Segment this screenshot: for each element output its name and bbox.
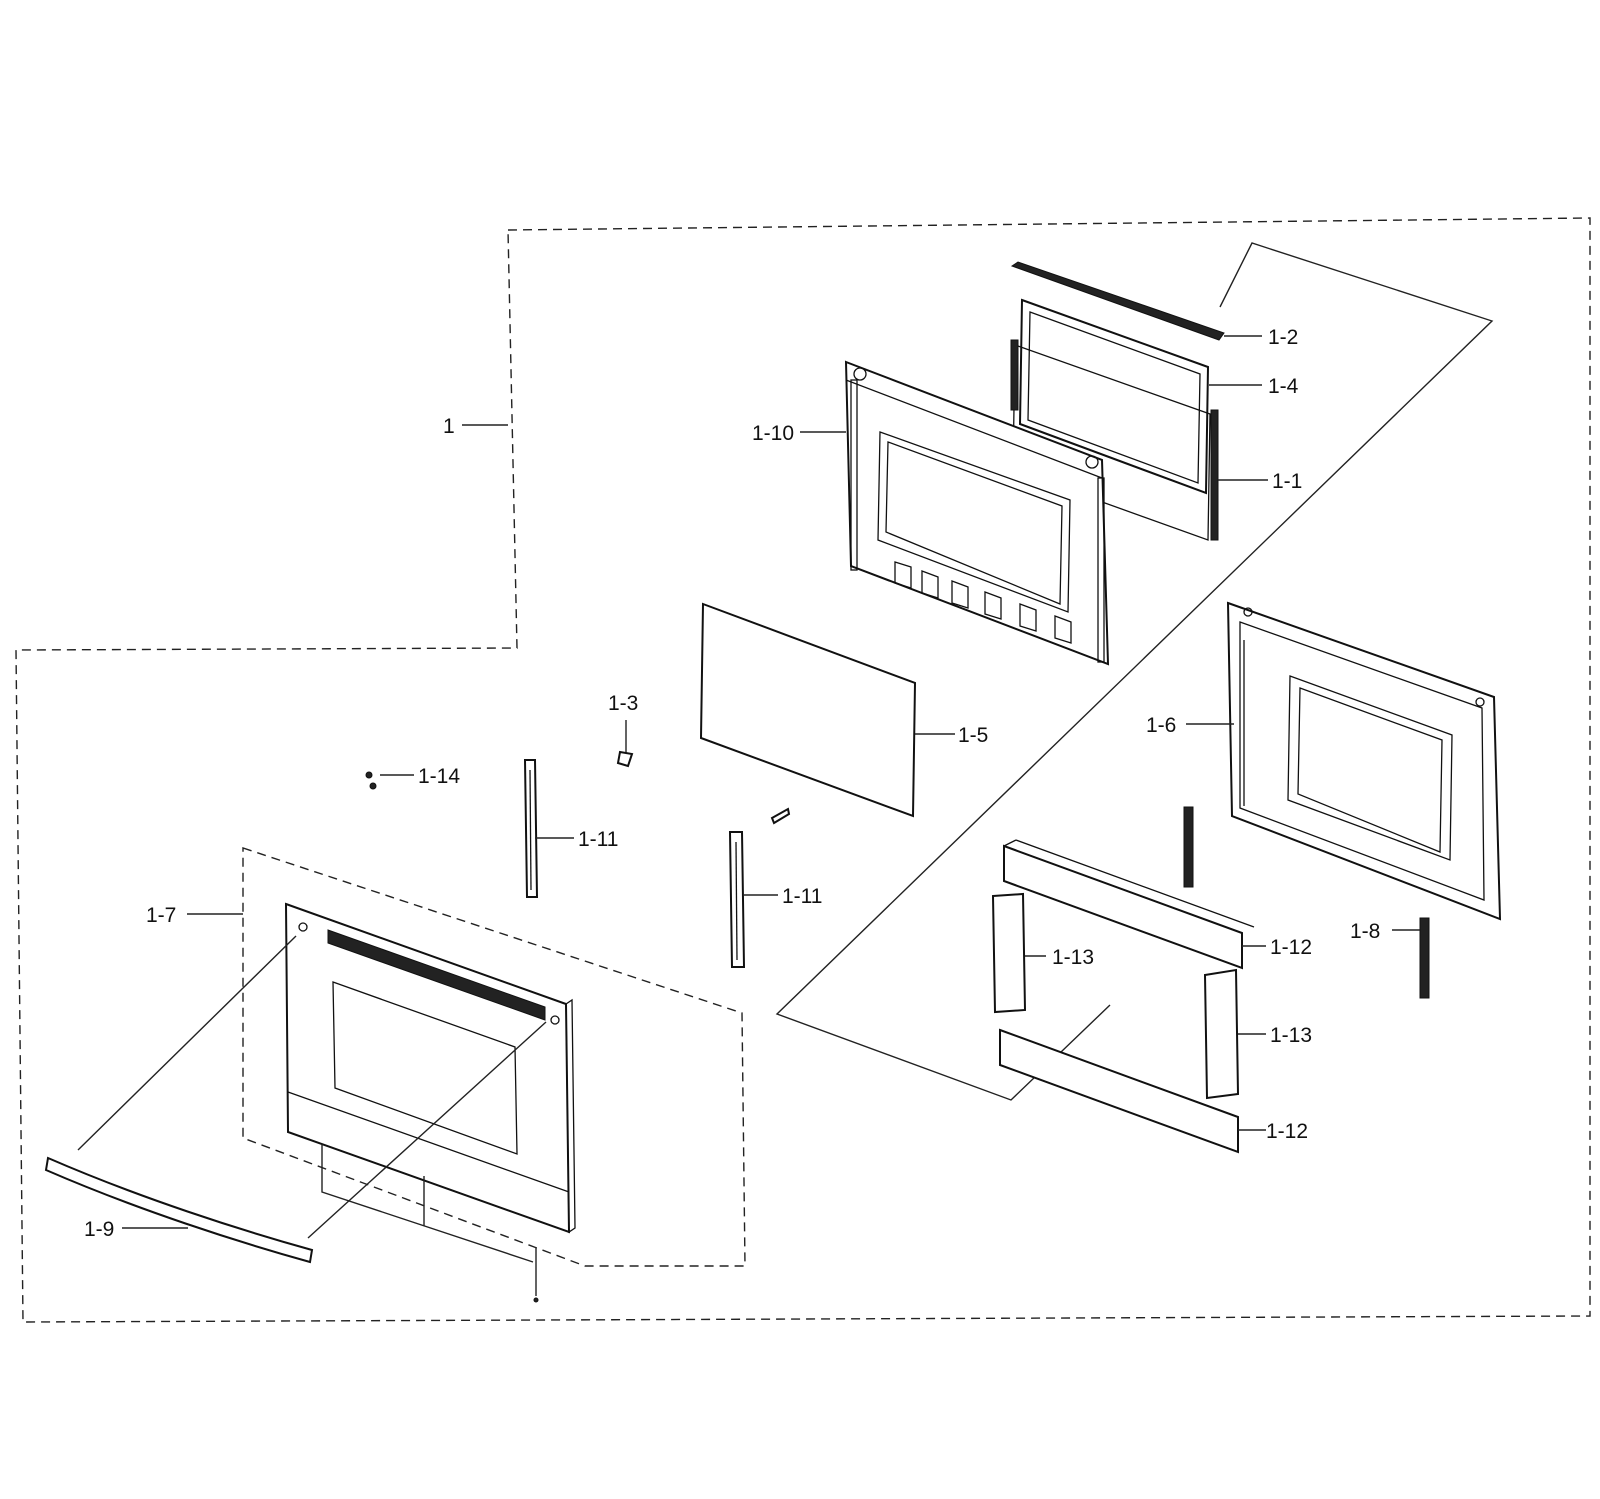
outer-door-guide <box>242 847 746 1267</box>
callout-1-5: 1-5 <box>958 724 988 747</box>
part-1-5-glass-panel <box>699 602 917 818</box>
handle-guide-right <box>307 1021 547 1239</box>
assembly-boundary <box>15 217 1591 1323</box>
callout-1-14: 1-14 <box>418 765 460 788</box>
callout-1-7: 1-7 <box>146 904 176 927</box>
callout-1-3: 1-3 <box>608 692 638 715</box>
bottom-bracket-guide <box>321 1144 539 1303</box>
callout-1-12-bottom: 1-12 <box>1266 1120 1308 1143</box>
callout-1-13-right: 1-13 <box>1270 1024 1312 1047</box>
part-1-13-insulation-right <box>1203 968 1240 1100</box>
part-1-12-insulation-bottom <box>999 1028 1239 1154</box>
part-1-2-strip <box>1010 261 1225 341</box>
callout-1-4: 1-4 <box>1268 375 1299 398</box>
part-1-11-bracket-right <box>728 831 746 968</box>
part-1-7-outer-door <box>284 902 576 1234</box>
part-1-10-inner-liner <box>844 360 1110 666</box>
inner-door-guide <box>775 242 1494 1101</box>
part-1-12-insulation-top <box>1003 839 1255 970</box>
part-1-9-handle <box>44 1156 314 1264</box>
callout-1-10: 1-10 <box>752 422 794 445</box>
part-1-14-screws <box>365 771 377 790</box>
callout-1-12-top: 1-12 <box>1270 936 1312 959</box>
callout-1-13-left: 1-13 <box>1052 946 1094 969</box>
part-1-8-hinge-upper <box>1183 806 1194 888</box>
leader-lines <box>122 335 1420 1229</box>
callout-1-11-right: 1-11 <box>782 885 822 908</box>
part-1-8-hinge-lower <box>1419 917 1430 999</box>
part-1-6-inner-frame <box>1226 601 1502 921</box>
callout-1-8: 1-8 <box>1350 920 1380 943</box>
callout-1-1: 1-1 <box>1272 470 1302 493</box>
part-screw-loose <box>770 807 791 825</box>
callout-1-2: 1-2 <box>1268 326 1298 349</box>
callout-1-6: 1-6 <box>1146 714 1176 737</box>
part-1-13-insulation-left <box>991 892 1027 1014</box>
callout-1: 1 <box>443 415 455 438</box>
callout-1-11-left: 1-11 <box>578 828 618 851</box>
handle-guide-left <box>77 935 297 1151</box>
callout-1-9: 1-9 <box>84 1218 114 1241</box>
part-1-4-glass-frame <box>1018 298 1210 495</box>
part-1-11-bracket-left <box>523 759 539 898</box>
part-1-3-screw <box>616 720 634 768</box>
